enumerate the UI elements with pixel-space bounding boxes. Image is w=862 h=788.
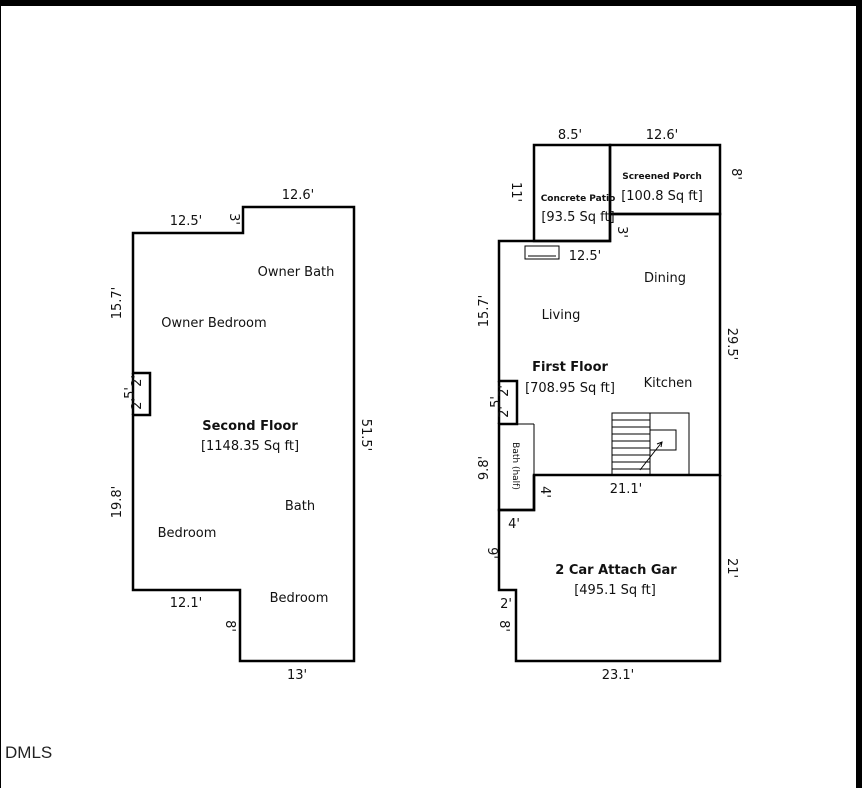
ff-dim-garage-right: 21' xyxy=(724,558,739,578)
ff-dim-garage-left-lower: 8' xyxy=(496,620,511,632)
sf-room-bath: Bath xyxy=(285,499,315,514)
ff-dim-patio-top: 8.5' xyxy=(558,128,582,143)
sf-room-owner-bedroom: Owner Bedroom xyxy=(161,316,266,331)
sf-dim-notch-b: 5' xyxy=(123,387,138,399)
ff-dim-notch-a: 2' xyxy=(497,385,512,397)
ff-title: First Floor xyxy=(532,360,608,375)
first-floor-plan: 8.5' 12.6' 11' 8' 3' 12.5' 15.7' 29.5' 2… xyxy=(477,128,743,683)
ff-dim-bath-width: 4' xyxy=(537,486,552,498)
ff-dim-garage-top: 21.1' xyxy=(610,482,643,497)
garage-area: [495.1 Sq ft] xyxy=(574,583,656,598)
ff-dim-right: 29.5' xyxy=(724,328,739,361)
ff-dim-garage-notch: 2' xyxy=(500,597,512,612)
ff-room-bath-half: Bath (half) xyxy=(510,442,520,490)
ff-room-living: Living xyxy=(542,308,581,323)
sf-area: [1148.35 Sq ft] xyxy=(201,439,299,454)
sf-room-bedroom-left: Bedroom xyxy=(158,526,217,541)
patio-outline xyxy=(532,143,612,243)
ff-dim-porch-side: 8' xyxy=(728,168,743,180)
ff-dim-patio-side: 11' xyxy=(508,182,523,202)
sf-dim-left-upper: 15.7' xyxy=(110,287,125,320)
sf-dim-bottom-left: 12.1' xyxy=(170,596,203,611)
sf-dim-top-left: 12.5' xyxy=(170,214,203,229)
dmls-watermark: DMLS xyxy=(5,743,52,762)
ff-dim-patio-step: 3' xyxy=(614,226,629,238)
ff-dim-left-upper: 15.7' xyxy=(477,295,492,328)
sf-dim-notch-a: 2' xyxy=(130,375,145,387)
ff-dim-top-wall: 12.5' xyxy=(569,249,602,264)
sf-dim-step-top: 3' xyxy=(226,213,241,225)
porch-label: Screened Porch xyxy=(622,172,702,182)
garage-outline xyxy=(497,475,722,663)
sf-dim-bottom: 13' xyxy=(287,668,307,683)
ff-area: [708.95 Sq ft] xyxy=(525,381,615,396)
ff-room-dining: Dining xyxy=(644,271,686,286)
ff-dim-garage-left: 9' xyxy=(484,547,499,559)
sf-title: Second Floor xyxy=(202,419,298,434)
ff-dim-notch-b: 5' xyxy=(489,396,504,408)
ff-dim-porch-top: 12.6' xyxy=(646,128,679,143)
sf-dim-step-bottom: 8' xyxy=(222,620,237,632)
porch-area: [100.8 Sq ft] xyxy=(621,189,703,204)
sf-dim-top-right: 12.6' xyxy=(282,188,315,203)
patio-area: [93.5 Sq ft] xyxy=(541,210,614,225)
patio-label: Concrete Patio xyxy=(541,194,616,204)
stairs-icon xyxy=(611,412,690,476)
sf-dim-notch-c: 2' xyxy=(130,398,145,410)
sf-room-owner-bath: Owner Bath xyxy=(258,265,335,280)
ff-dim-notch-c: 2' xyxy=(497,406,512,418)
fireplace-icon xyxy=(524,245,560,260)
sf-dim-left-lower: 19.8' xyxy=(110,486,125,519)
second-floor-plan: 12.6' 12.5' 3' 15.7' 2' 5' 2' 51.5' 19.8… xyxy=(110,188,373,683)
ff-dim-bath-bottom: 4' xyxy=(508,517,520,532)
sf-room-bedroom-right: Bedroom xyxy=(270,591,329,606)
sf-dim-right: 51.5' xyxy=(358,419,373,452)
ff-dim-left-bath: 9.8' xyxy=(477,456,492,480)
ff-dim-garage-bottom: 23.1' xyxy=(602,668,635,683)
garage-label: 2 Car Attach Gar xyxy=(555,563,677,578)
ff-room-kitchen: Kitchen xyxy=(644,376,693,391)
second-floor-outline xyxy=(131,205,356,663)
